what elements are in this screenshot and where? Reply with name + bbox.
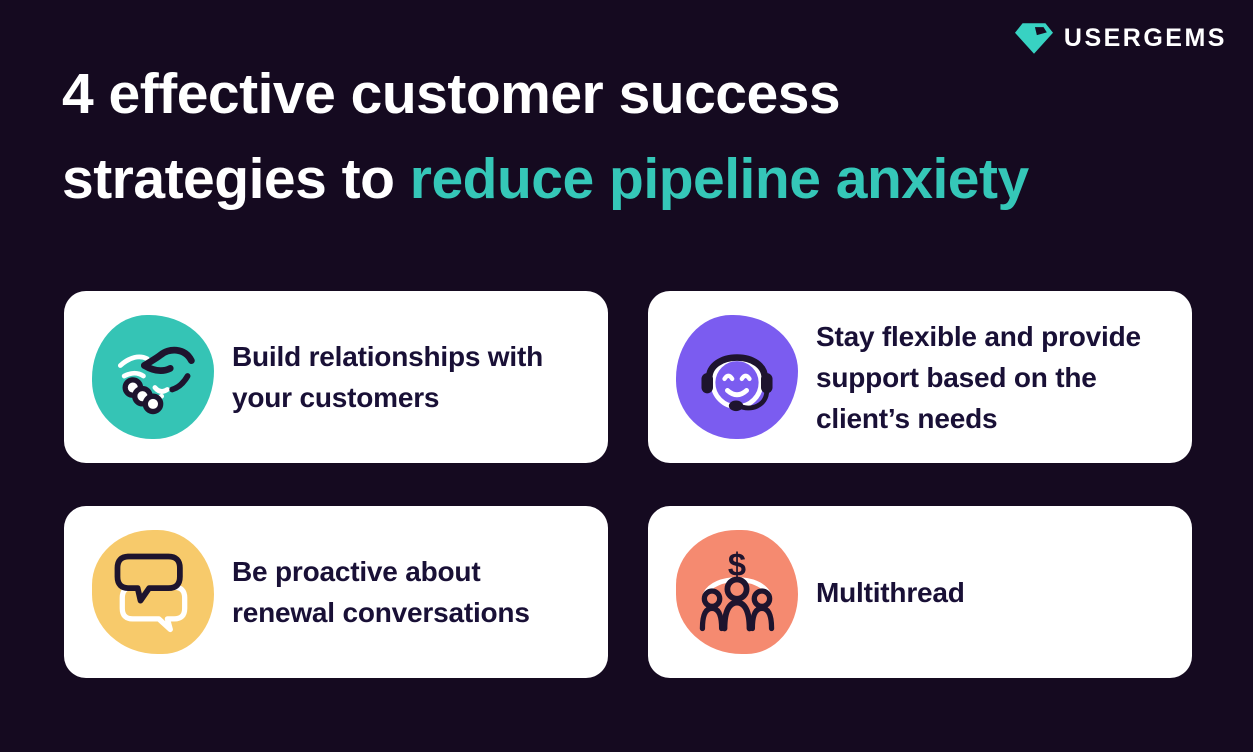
card-label: Multithread — [816, 576, 965, 608]
handshake-icon — [92, 315, 214, 439]
usergems-logo: USERGEMS — [1014, 21, 1227, 56]
card-build-relationships: Build relationships with your customers — [64, 291, 608, 463]
brand-name: USERGEMS — [1063, 24, 1227, 52]
gem-icon — [1014, 23, 1053, 54]
card-label: Build relationships with your customers — [232, 341, 543, 413]
title-line1: 4 effective customer success — [62, 62, 841, 126]
card-multithread: $ Multithread — [648, 506, 1192, 678]
support-agent-icon — [676, 315, 798, 439]
multithread-people-icon: $ — [676, 530, 798, 654]
card-be-proactive: Be proactive about renewal conversations — [64, 506, 608, 678]
chat-bubbles-icon — [92, 530, 214, 654]
card-stay-flexible: Stay flexible and provide support based … — [648, 291, 1192, 463]
title-line2-accent: reduce pipeline anxiety — [409, 147, 1029, 211]
card-label: Stay flexible and provide support based … — [816, 320, 1141, 434]
card-label: Be proactive about renewal conversations — [232, 556, 530, 628]
title-line2-plain: strategies to — [62, 147, 410, 211]
svg-text:$: $ — [728, 546, 746, 583]
strategy-cards-grid: Build relationships with your customers … — [64, 291, 1192, 678]
page-title: 4 effective customer success strategies … — [62, 52, 1029, 222]
